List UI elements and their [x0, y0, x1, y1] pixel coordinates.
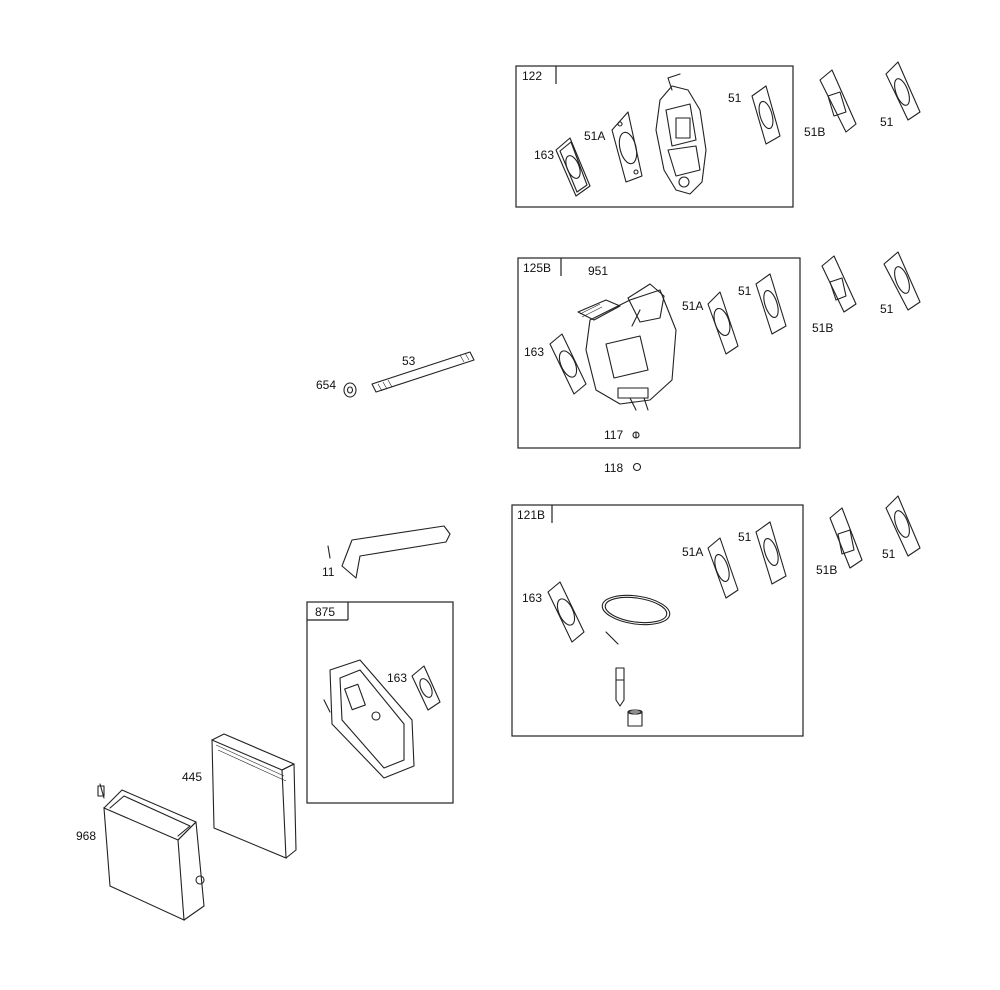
air-cleaner-base	[323, 659, 415, 779]
callout-51: 51	[728, 91, 742, 105]
callout-121b: 121B	[517, 508, 545, 522]
callout-51-right: 51	[880, 115, 894, 129]
callout-51a: 51A	[584, 129, 605, 143]
callout-53: 53	[402, 354, 416, 368]
bowl-nut	[627, 709, 643, 727]
gasket-51-outside-121b	[885, 495, 921, 557]
gasket-51b-outside-122	[819, 69, 857, 133]
gasket-163	[411, 665, 441, 711]
callout-968: 968	[76, 829, 96, 843]
nut-654	[343, 382, 357, 398]
callout-654: 654	[316, 378, 336, 392]
callout-51a: 51A	[682, 299, 703, 313]
air-cleaner-cover-968	[97, 783, 205, 921]
gasket-51b-outside-125b	[821, 255, 857, 313]
gasket-51-outside-122	[885, 61, 921, 121]
kit-box-125b: 125B 951 163 51A	[517, 257, 801, 449]
inlet-needle	[615, 667, 625, 707]
callout-122: 122	[522, 69, 542, 83]
callout-875: 875	[315, 605, 335, 619]
air-filter-445	[211, 733, 297, 859]
callout-51-right: 51	[880, 302, 894, 316]
gasket-51a	[707, 537, 739, 599]
gasket-163	[547, 581, 585, 643]
callout-163: 163	[524, 345, 544, 359]
breather-tube-11	[327, 525, 451, 579]
stud-53	[371, 351, 475, 393]
callout-125b: 125B	[523, 261, 551, 275]
kit-box-875: 875 163	[306, 601, 454, 804]
gasket-51	[755, 273, 787, 335]
gasket-51	[755, 521, 787, 585]
float-bowl-gasket	[601, 594, 671, 626]
callout-51: 51	[738, 530, 752, 544]
callout-951: 951	[588, 264, 608, 278]
callout-118: 118	[604, 461, 623, 475]
callout-51: 51	[738, 284, 752, 298]
callout-51a: 51A	[682, 545, 703, 559]
gasket-163	[549, 333, 587, 395]
callout-445: 445	[182, 770, 202, 784]
kit-box-122: 122 163 51A	[515, 65, 794, 208]
callout-163: 163	[387, 671, 407, 685]
callout-51b: 51B	[812, 321, 833, 335]
part-118-clip	[632, 462, 642, 472]
kit-box-121b: 121B 163 51A	[511, 504, 804, 737]
carburetor-assembly	[655, 73, 707, 195]
callout-51b: 51B	[804, 125, 825, 139]
callout-163: 163	[534, 148, 554, 162]
callout-163: 163	[522, 591, 542, 605]
callout-11: 11	[322, 565, 335, 579]
gasket-51	[751, 85, 781, 145]
gasket-51a	[707, 291, 739, 355]
callout-51-right: 51	[882, 547, 896, 561]
float-pin	[605, 631, 619, 645]
carburetor-assembly	[577, 283, 677, 411]
gasket-51a	[611, 111, 643, 183]
gasket-51b-outside-121b	[829, 507, 863, 569]
callout-117: 117	[604, 428, 623, 442]
gasket-51-outside-125b	[883, 251, 921, 311]
gasket-163	[555, 137, 591, 197]
callout-51b: 51B	[816, 563, 837, 577]
part-117-screw	[632, 431, 640, 439]
